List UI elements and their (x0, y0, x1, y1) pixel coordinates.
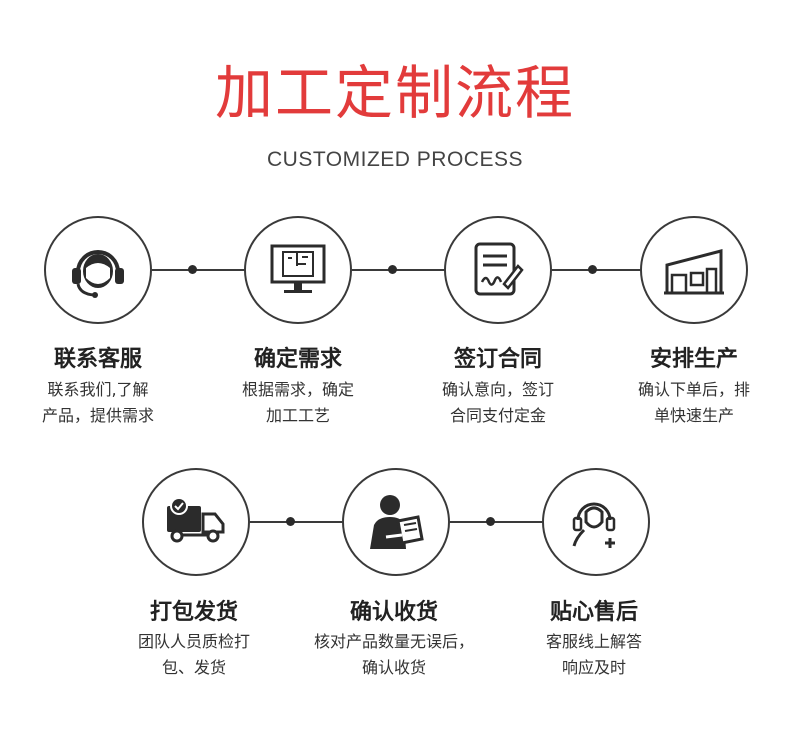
monitor-blueprint-icon (268, 242, 328, 298)
step-description: 客服线上解答 响应及时 (545, 632, 642, 677)
page-title: 加工定制流程 (214, 59, 575, 127)
step-description: 确认下单后，排 单快速生产 (637, 380, 750, 425)
step-circle-production (640, 216, 748, 324)
connector-line (552, 269, 646, 271)
step-circle-contact (44, 216, 152, 324)
step-description: 联系我们,了解 产品，提供需求 (41, 380, 154, 425)
connector-dot (188, 265, 197, 274)
step-description: 确认意向，签订 合同支付定金 (441, 380, 554, 425)
page-subtitle: CUSTOMIZED PROCESS (267, 148, 523, 171)
factory-icon (661, 243, 727, 297)
step-circle-shipping (142, 468, 250, 576)
step-title: 贴心售后 (549, 600, 638, 625)
step-description: 团队人员质检打 包、发货 (137, 632, 250, 677)
step-circle-after-sales (542, 468, 650, 576)
connector-line (152, 269, 246, 271)
customer-service-headset-icon (66, 238, 130, 302)
connector-line (352, 269, 446, 271)
after-sales-support-icon (566, 492, 626, 552)
connector-line (250, 521, 344, 523)
connector-dot (388, 265, 397, 274)
connector-dot (588, 265, 597, 274)
step-title: 签订合同 (453, 347, 542, 372)
connector-dot (286, 517, 295, 526)
step-title: 安排生产 (649, 347, 738, 372)
step-title: 联系客服 (53, 347, 142, 372)
step-title: 打包发货 (149, 600, 238, 625)
connector-line (450, 521, 544, 523)
step-title: 确认收货 (349, 600, 438, 625)
delivery-truck-icon (163, 494, 229, 550)
step-description: 根据需求，确定 加工工艺 (241, 380, 354, 425)
person-reading-icon (364, 491, 428, 553)
contract-sign-icon (470, 240, 526, 300)
step-title: 确定需求 (253, 347, 342, 372)
connector-dot (486, 517, 495, 526)
step-circle-receipt (342, 468, 450, 576)
step-circle-requirements (244, 216, 352, 324)
step-description: 核对产品数量无误后， 确认收货 (313, 632, 474, 677)
step-circle-contract (444, 216, 552, 324)
